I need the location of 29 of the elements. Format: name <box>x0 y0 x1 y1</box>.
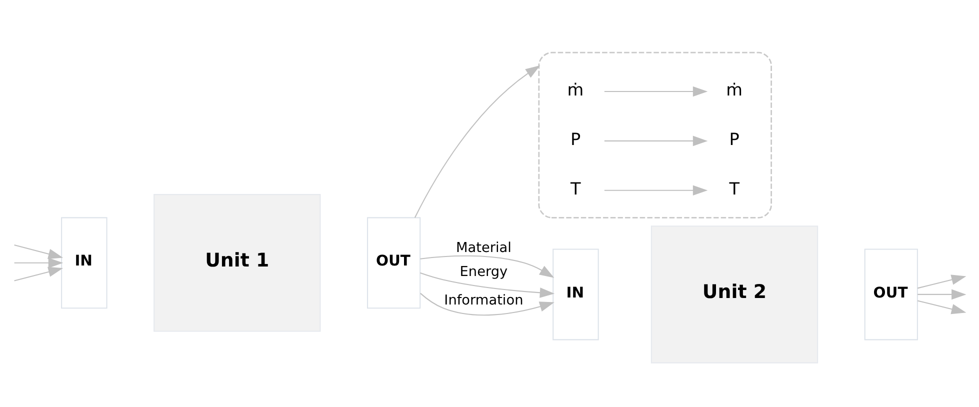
arrow <box>414 65 540 218</box>
node-box: IN <box>61 217 108 309</box>
arrow <box>917 300 966 314</box>
node-box: Unit 2 <box>650 226 818 364</box>
arrow <box>918 289 966 300</box>
arrow <box>14 258 64 268</box>
edge-label: Energy <box>460 264 508 280</box>
node-text: P <box>729 128 740 149</box>
arrow <box>420 272 555 298</box>
arrow <box>14 244 64 259</box>
edge-label: Information <box>444 292 524 308</box>
node-text: ṁ <box>567 80 584 100</box>
arrow <box>917 274 966 289</box>
arrow <box>420 255 554 278</box>
arrow <box>420 292 554 316</box>
arrow <box>604 136 708 146</box>
node-box: Unit 1 <box>154 194 321 332</box>
node-box: OUT <box>367 217 421 309</box>
arrow <box>14 266 64 282</box>
node-text: P <box>570 128 581 149</box>
node-box: IN <box>552 248 599 340</box>
edge-label: Material <box>456 240 512 256</box>
cluster <box>538 52 772 218</box>
node-text: T <box>729 178 740 198</box>
node-box: OUT <box>864 248 918 340</box>
arrow <box>604 86 708 97</box>
node-text: ṁ <box>726 80 742 100</box>
arrow <box>604 185 708 196</box>
node-text: T <box>570 178 581 198</box>
